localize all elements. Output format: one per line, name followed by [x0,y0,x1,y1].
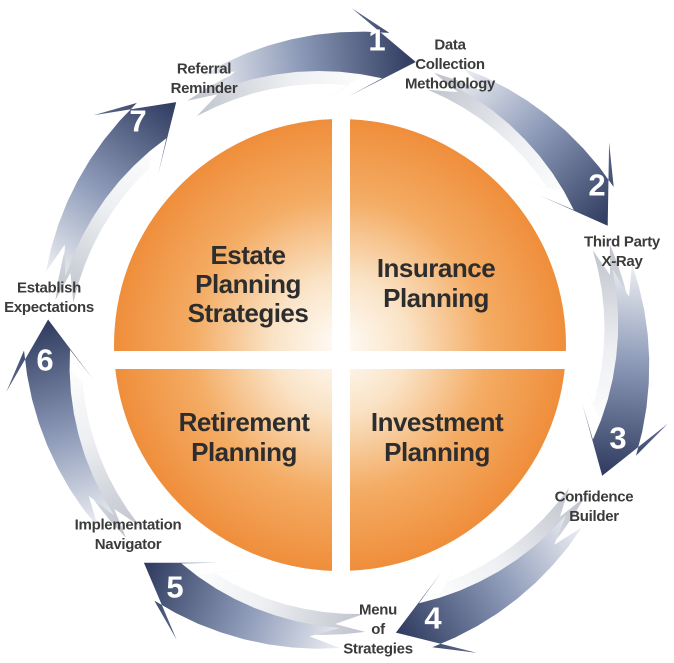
quadrant-label-line: Insurance [377,253,495,283]
quadrant-label-line: Planning [384,437,490,467]
step-5-arrow [143,562,340,649]
step-1-label: Data [434,37,466,54]
step-6-arrow [6,319,114,528]
step-5-label: Implementation [75,517,182,534]
step-1-label: Methodology [405,76,496,93]
step-4-arrow [395,515,582,653]
quadrant-layer [114,119,566,571]
step-7-label: Referral [177,61,231,78]
estate-planning-label: Estate Planning Strategies [188,240,309,328]
step-5-label: Navigator [95,536,162,553]
step-4-number: 4 [424,601,442,636]
step-7-number: 7 [129,104,146,139]
step-2-number: 2 [588,168,605,203]
step-4-arrow-shadow [430,488,585,618]
investment-planning-label: Investment Planning [371,407,505,467]
step-1-arrow [202,8,416,97]
step-1-label: Collection [415,56,485,73]
quadrant-retirement-planning [115,369,332,571]
step-3-label: Confidence [555,489,634,506]
retirement-planning-label: Retirement Planning [179,407,311,467]
step-3-number: 3 [609,421,626,456]
quadrant-label-line: Retirement [179,407,311,437]
step-6-label: Expectations [4,299,94,316]
quadrant-labels: Estate Planning Strategies Insurance Pla… [179,240,505,467]
step-5-number: 5 [166,570,183,605]
step-3-arrow-shadow [580,244,654,434]
step-3-label: Builder [569,508,619,525]
quadrant-label-line: Estate [210,240,285,270]
step-2-label: Third Party [584,234,661,251]
arrow-layer [6,8,668,653]
quadrant-label-line: Planning [191,437,297,467]
quadrant-estate-planning [114,119,333,351]
quadrant-label-line: Investment [371,407,504,437]
step-7-arrow-shadow [55,137,154,303]
quadrant-insurance-planning [350,119,566,351]
step-4-label: Menu [359,602,397,619]
quadrant-label-line: Planning [195,269,301,299]
quadrant-label-line: Strategies [188,298,309,328]
step-2-label: X-Ray [601,253,643,270]
step-6-label: Establish [17,280,81,297]
step-3-arrow [582,264,668,476]
step-6-number: 6 [36,343,53,378]
step-4-label: of [371,621,386,638]
step-2-arrow-shadow [427,72,578,198]
step-7-arrow [46,102,177,277]
step-1-number: 1 [368,23,385,58]
step-4-label: Strategies [343,641,413,658]
step-2-arrow [455,68,614,226]
step-7-label: Reminder [171,80,238,97]
quadrant-investment-planning [350,369,565,571]
step-5-arrow-shadow [184,569,366,638]
insurance-planning-label: Insurance Planning [377,253,496,313]
quadrant-label-line: Planning [383,283,489,313]
